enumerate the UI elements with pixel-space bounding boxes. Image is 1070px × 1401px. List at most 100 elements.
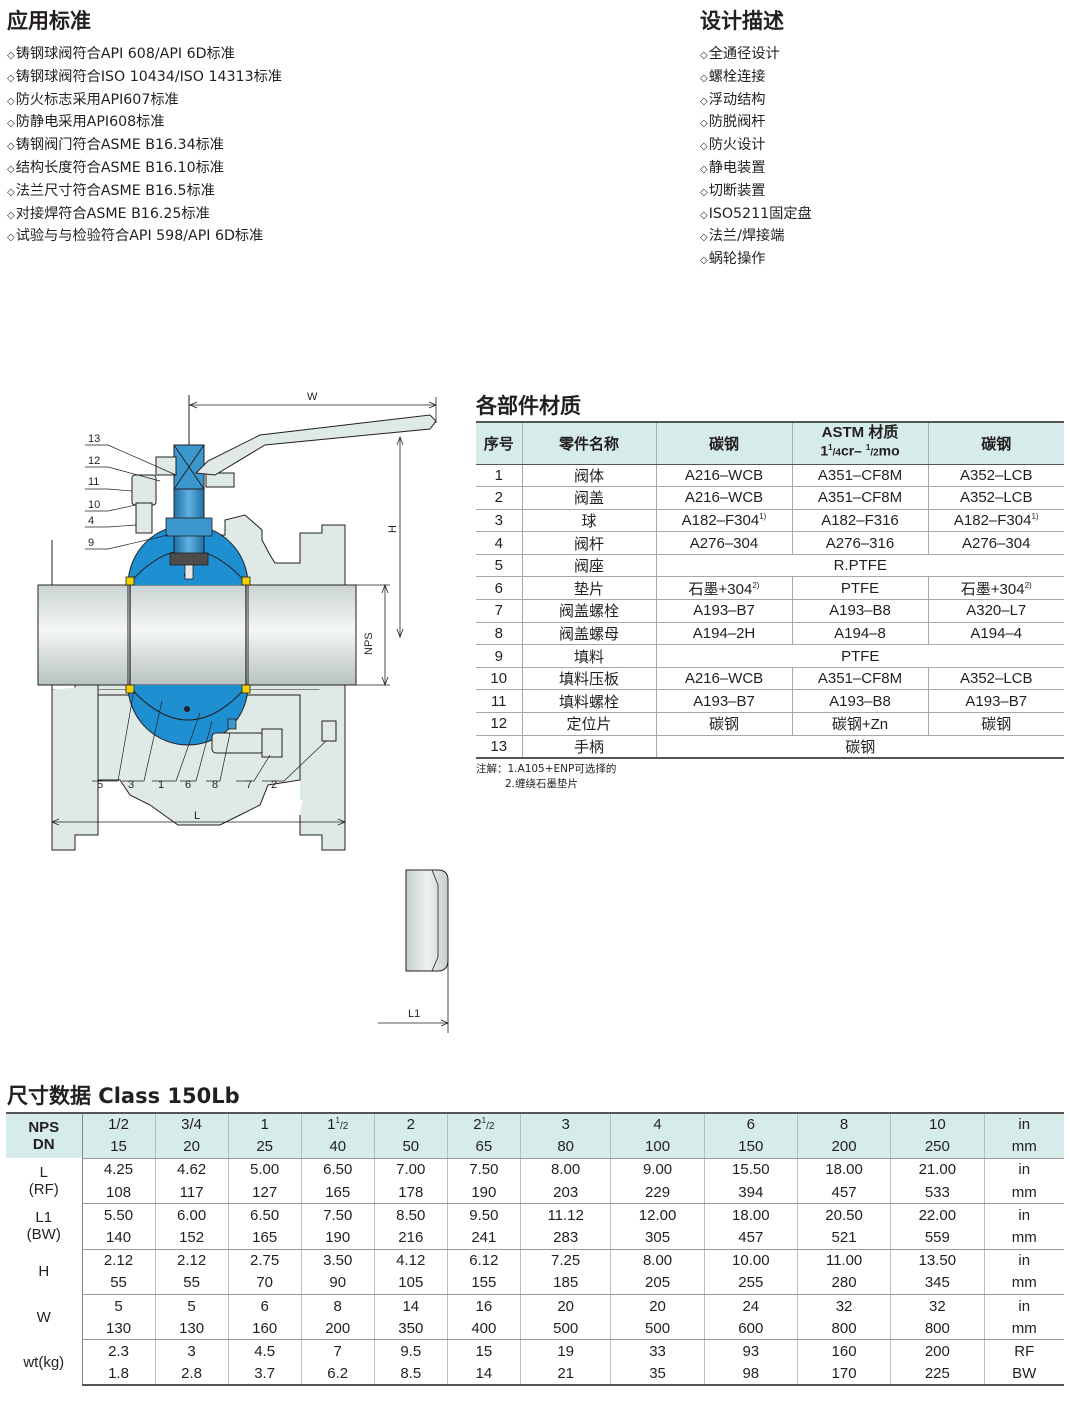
material-text: 石墨+304 <box>960 580 1025 598</box>
dim-cell: 24 <box>704 1294 798 1318</box>
dim-cell: 32 <box>890 1294 985 1318</box>
list-item: ◇切断装置 <box>700 180 812 203</box>
cell-no: 4 <box>476 531 523 555</box>
dim-h-label: H <box>387 525 399 533</box>
list-item-text: 铸钢球阀符合ISO 10434/ISO 14313标准 <box>15 68 282 85</box>
seat-upper-left <box>125 576 135 586</box>
cell-no: 9 <box>476 644 523 668</box>
dim-cell: 70 <box>228 1271 302 1295</box>
callout-leaders <box>85 444 327 782</box>
dim-cell: 10.00 <box>704 1249 798 1272</box>
dim-cell: 165 <box>228 1226 302 1250</box>
dim-cell: 5.00 <box>228 1158 302 1182</box>
bullet-icon: ◇ <box>7 72 15 84</box>
list-item: ◇铸钢阀门符合ASME B16.34标准 <box>7 134 282 157</box>
dimension-lines <box>50 397 450 1033</box>
material-text: A193–B8 <box>829 692 891 710</box>
bullet-icon: ◇ <box>7 141 15 153</box>
material-text: A216–WCB <box>684 670 764 688</box>
list-item: ◇螺栓连接 <box>700 66 812 89</box>
callout-label: 2 <box>271 779 277 791</box>
cell-no: 13 <box>476 734 523 759</box>
unit-cell: in <box>1018 1206 1031 1224</box>
cell-material: A352–LCB <box>927 486 1064 510</box>
cell-material: A320–L7 <box>927 599 1064 623</box>
dim-cell: 4.62 <box>155 1158 229 1182</box>
list-item: ◇法兰/焊接端 <box>700 225 812 248</box>
nps-cell: 6 <box>704 1112 798 1136</box>
dim-cell: 6.12 <box>447 1249 521 1272</box>
dim-cell: 8.5 <box>374 1362 448 1387</box>
list-item-text: 铸钢阀门符合ASME B16.34标准 <box>15 137 224 154</box>
cell-name: 阀盖螺母 <box>521 621 657 646</box>
dim-cell: 225 <box>890 1362 985 1387</box>
dim-cell: 12.00 <box>610 1203 705 1227</box>
bullet-icon: ◇ <box>700 186 708 198</box>
stem-head <box>173 395 205 490</box>
dim-cell: 155 <box>447 1271 521 1295</box>
bullet-icon: ◇ <box>7 118 15 130</box>
list-item: ◇铸钢球阀符合ISO 10434/ISO 14313标准 <box>7 66 282 89</box>
dim-cell: 6 <box>228 1294 302 1318</box>
cell-material: 碳钢 <box>655 712 793 736</box>
nps-slash: / <box>339 1121 343 1133</box>
cell-material: A351–CF8M <box>791 463 929 488</box>
dim-cell: 8 <box>301 1294 375 1318</box>
list-item-text: 对接焊符合ASME B16.25标准 <box>15 205 210 222</box>
dim-cell: 14 <box>374 1294 448 1318</box>
dim-cell: 1.8 <box>82 1362 156 1387</box>
dim-cell: 14 <box>447 1362 521 1387</box>
material-text: A216–WCB <box>684 466 764 484</box>
dim-cell: 7.25 <box>520 1249 612 1272</box>
dim-row-label: wt(kg) <box>6 1339 83 1386</box>
design-title: 设计描述 <box>700 9 784 33</box>
list-item-text: 试验与与检验符合API 598/API 6D标准 <box>15 228 264 245</box>
dim-cell: 229 <box>610 1181 705 1205</box>
bullet-icon: ◇ <box>7 232 15 244</box>
bullet-icon: ◇ <box>7 95 15 107</box>
cell-no: 7 <box>476 599 523 623</box>
cell-material: A194–8 <box>791 621 929 646</box>
materials-header-row: 序号 零件名称 碳钢 ASTM 材质 11/4cr– 1/2mo 碳钢 <box>476 421 1064 465</box>
callout-label: 12 <box>88 455 100 467</box>
material-text: A351–CF8M <box>817 489 903 507</box>
dim-label-main: L1 <box>35 1209 53 1227</box>
list-item: ◇蜗轮操作 <box>700 248 812 271</box>
dn-cell: 80 <box>520 1135 612 1159</box>
dim-cell: 152 <box>155 1226 229 1250</box>
dn-cell: 50 <box>374 1135 448 1159</box>
cell-material: A182–F3041) <box>927 508 1064 533</box>
dim-w-label: W <box>307 391 318 403</box>
dn-cell: 20 <box>155 1135 229 1159</box>
bullet-icon: ◇ <box>7 209 15 221</box>
dim-l-label: L <box>194 810 200 822</box>
list-item-text: 全通径设计 <box>708 46 780 62</box>
dim-cell: 200 <box>301 1317 375 1341</box>
dim-cell: 15.50 <box>704 1158 798 1182</box>
cell-material: A276–316 <box>791 531 929 555</box>
material-text: A194–4 <box>970 624 1023 642</box>
bullet-icon: ◇ <box>7 186 15 198</box>
dn-cell: 65 <box>447 1135 521 1159</box>
list-item-text: 法兰/焊接端 <box>708 228 785 245</box>
list-item: ◇防静电采用API608标准 <box>7 111 282 134</box>
unit-cell: in <box>984 1112 1064 1136</box>
dn-cell: 200 <box>797 1135 892 1159</box>
dim-cell: 394 <box>704 1181 798 1205</box>
dim-cell: 18.00 <box>797 1158 892 1182</box>
list-item: ◇全通径设计 <box>700 43 812 66</box>
col-no: 序号 <box>476 421 523 465</box>
dim-cell: 6.2 <box>301 1362 375 1387</box>
material-text: A194–8 <box>834 624 886 642</box>
